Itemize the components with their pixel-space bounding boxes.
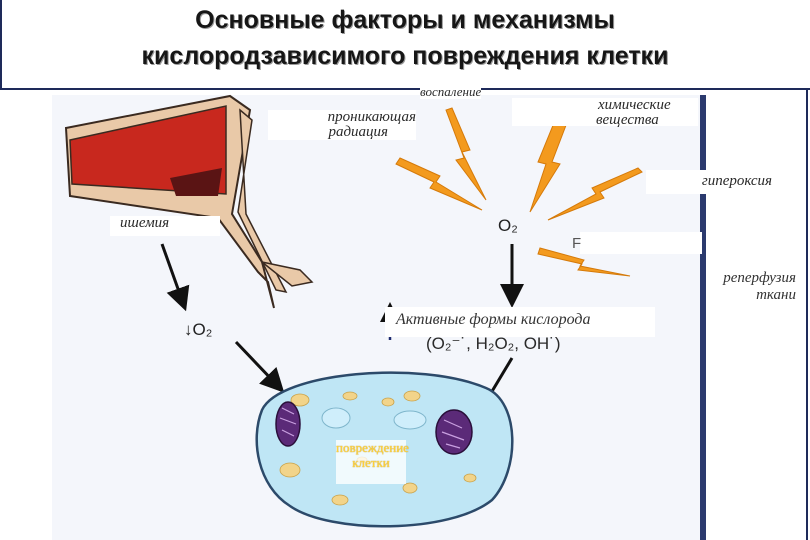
label-radiation: проникающая радиация bbox=[268, 110, 416, 140]
page-title-line-2: кислородзависимого повреждения клетки bbox=[141, 42, 669, 70]
cell-damage-line-2: клетки bbox=[352, 455, 390, 470]
label-reperfusion-line-2: ткани bbox=[756, 287, 796, 303]
label-reperfusion-line-1: реперфузия bbox=[723, 270, 796, 286]
label-chemicals-line-1: химические bbox=[598, 97, 671, 113]
label-radiation-line-2: радиация bbox=[328, 124, 388, 140]
ros-box bbox=[385, 307, 655, 337]
label-radiation-line-1: проникающая bbox=[327, 109, 416, 125]
label-o2-low: ↓O₂ bbox=[184, 320, 213, 339]
label-chemicals-line-2: вещества bbox=[596, 112, 659, 128]
frame-right-bar bbox=[806, 90, 808, 540]
frame-left-bar bbox=[0, 0, 2, 88]
panel-edge bbox=[700, 95, 706, 540]
lightning-bolt-icon bbox=[529, 117, 569, 213]
label-chemicals: химические вещества bbox=[512, 97, 698, 128]
arrow-down-icon bbox=[234, 340, 285, 393]
mitochondrion-icon bbox=[435, 409, 473, 455]
label-fragment-box: F bbox=[572, 232, 702, 254]
page-title-line-1: Основные факторы и механизмы bbox=[195, 6, 615, 34]
label-ischemia: ишемия bbox=[110, 216, 220, 236]
cell-damage-line-1: повреждение bbox=[336, 440, 409, 455]
arrow-down-icon bbox=[160, 243, 190, 312]
label-o2-center: O₂ bbox=[498, 216, 518, 235]
lightning-bolt-icon bbox=[547, 167, 643, 221]
label-hyperoxia: гипероксия bbox=[646, 170, 772, 194]
lightning-bolt-icon bbox=[395, 157, 483, 211]
title-block: Основные факторы и механизмы кислородзав… bbox=[0, 0, 810, 88]
lightning-bolt-icon bbox=[445, 107, 487, 201]
label-fragment: F bbox=[572, 235, 582, 252]
blood-vessel-icon bbox=[64, 94, 314, 309]
lightning-bolt-icon bbox=[537, 247, 631, 277]
title-divider bbox=[0, 88, 810, 90]
label-inflammation: воспаление bbox=[420, 84, 482, 99]
ros-title: Активные формы кислорода bbox=[396, 311, 591, 328]
ros-formula: (O₂⁻˙, H₂O₂, OH˙) bbox=[426, 334, 561, 353]
mitochondrion-icon bbox=[275, 401, 301, 447]
label-reperfusion: реперфузия ткани bbox=[702, 270, 796, 304]
cell-damage-label: повреждение клетки bbox=[336, 440, 409, 484]
